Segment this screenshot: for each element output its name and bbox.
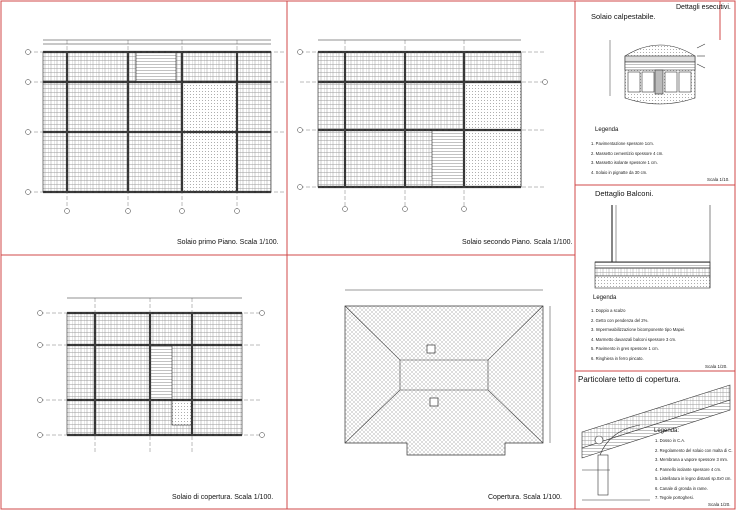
legend-item: 5. Listellatura in legno distanti sp.0x0… bbox=[655, 476, 732, 481]
detail-balconi bbox=[594, 205, 711, 289]
legend-item: 2. Massetto cementizio spessore 4 cm. bbox=[591, 150, 664, 156]
plan-solaio-copertura bbox=[37, 297, 265, 452]
caption-solaio-copertura: Solaio di copertura. Scala 1/100. bbox=[172, 494, 274, 501]
legend-item: 4. Pannello isolante spessore 4 cm. bbox=[655, 466, 722, 472]
legend-item: 1. Dosso in C.A. bbox=[655, 438, 686, 443]
scale-calpestabile: Scala 1/10. bbox=[707, 177, 730, 182]
plan-solaio-secondo bbox=[297, 39, 548, 212]
plan-copertura bbox=[344, 289, 551, 456]
plan-solaio-primo bbox=[25, 39, 285, 214]
legend-item: 3. Membrana a vapore spessore 3 mm. bbox=[655, 457, 729, 462]
legend-list-balconi: 1. Doppio a scalzo 2. Getto con pendenza… bbox=[591, 306, 685, 363]
caption-copertura: Copertura. Scala 1/100. bbox=[488, 494, 562, 501]
legend-item: 3. Massetto isolante spessore 1 cm. bbox=[591, 160, 658, 165]
legend-title-balconi: Legenda bbox=[593, 295, 617, 301]
title-balconi: Dettaglio Balconi. bbox=[595, 189, 654, 198]
legend-item: 4. Marmetto davanzali balconi spessore 3… bbox=[591, 336, 677, 342]
title-solaio-calpestabile: Solaio calpestabile. bbox=[591, 12, 656, 21]
legend-list-tetto: 1. Dosso in C.A. 2. Regolamento del sola… bbox=[655, 436, 733, 503]
detail-tetto bbox=[581, 384, 731, 501]
scale-balconi: Scala 1/20. bbox=[705, 364, 728, 369]
legend-title-tetto: Legenda: bbox=[654, 428, 680, 434]
legend-item: 5. Pavimento in gres spessore 1 cm. bbox=[591, 346, 659, 351]
legend-item: 4. Solaio in pignatte da 30 cm. bbox=[591, 169, 648, 175]
legend-item: 2. Getto con pendenza del 2%. bbox=[591, 317, 649, 323]
legend-item: 6. Canale di gronda in rame. bbox=[655, 485, 708, 491]
legend-item: 3. Impermeabilizzazione bicomponente tip… bbox=[591, 327, 686, 332]
caption-solaio-primo: Solaio primo Piano. Scala 1/100. bbox=[177, 239, 279, 246]
scale-tetto: Scala 1/20. bbox=[708, 502, 731, 507]
legend-list-calpestabile: 1. Pavimentazione spessore 1cm. 2. Masse… bbox=[591, 139, 663, 177]
legend-title-calpestabile: Legenda bbox=[595, 127, 619, 133]
detail-solaio-calpestabile bbox=[609, 40, 706, 105]
legend-item: 7. Tegole portoghesi. bbox=[655, 495, 694, 500]
legend-item: 1. Pavimentazione spessore 1cm. bbox=[591, 141, 654, 146]
legend-item: 6. Ringhiera in ferro pincato. bbox=[591, 355, 644, 361]
legend-item: 1. Doppio a scalzo bbox=[591, 308, 626, 313]
legend-item: 2. Regolamento del solaio con malta di C… bbox=[655, 447, 733, 453]
details-header: Dettagli esecutivi. bbox=[676, 4, 731, 11]
title-tetto: Particolare tetto di copertura. bbox=[578, 375, 681, 384]
caption-solaio-secondo: Solaio secondo Piano. Scala 1/100. bbox=[462, 239, 573, 246]
